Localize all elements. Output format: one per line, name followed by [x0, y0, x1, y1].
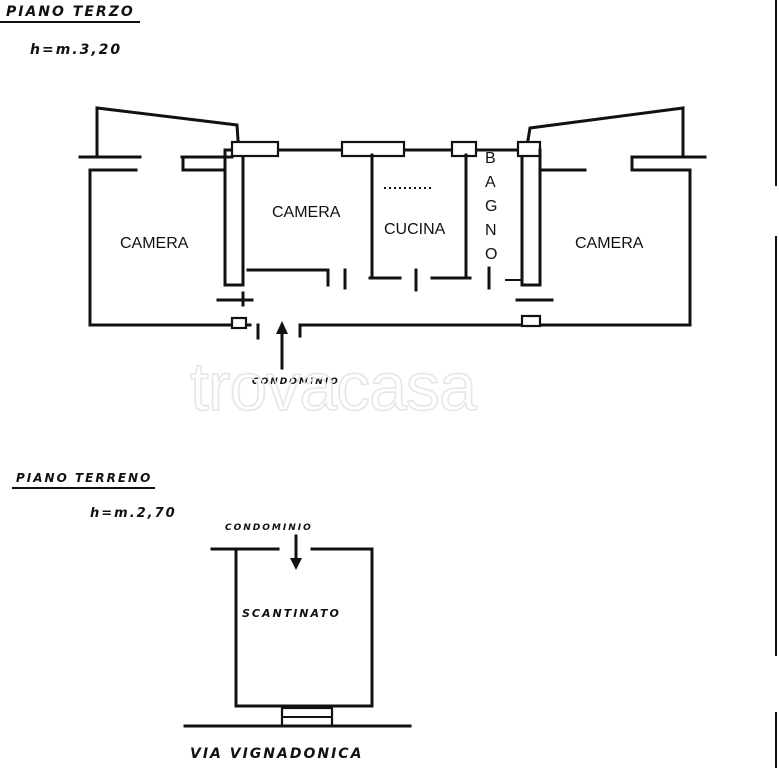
right-balcony-outline — [526, 106, 685, 157]
third-floor-height: h=m.3,20 — [30, 42, 122, 58]
bottom-pier-left — [230, 316, 248, 330]
ground-floor-height: h=m.2,70 — [90, 506, 177, 521]
ground-floor-plan: CONDOMINIO SCANTINATO VIA VIGNADONICA — [183, 523, 412, 762]
window-pier-4 — [516, 140, 542, 158]
ground-floor-title: PIANO TERRENO — [16, 471, 152, 485]
right-exterior-wall — [543, 168, 692, 327]
camera-bottom-wall — [246, 268, 330, 287]
basement-room-label: SCANTINATO — [242, 607, 341, 620]
third-floor-title: PIANO TERZO — [6, 4, 135, 20]
room-label-bagno: B A G N O — [485, 150, 497, 263]
left-balcony-outline — [95, 106, 240, 157]
room-label-camera-center: CAMERA — [272, 204, 341, 221]
watermark-text: trovacasa — [190, 349, 477, 425]
ground-floor-header: PIANO TERRENO h=m.2,70 — [12, 471, 177, 521]
bagno-letter: A — [485, 174, 496, 191]
ground-floor-entrance-label: CONDOMINIO — [225, 523, 313, 533]
bagno-letter: O — [485, 246, 497, 263]
bagno-letter: G — [485, 198, 497, 215]
bottom-pier-right — [520, 314, 542, 328]
third-floor-entrance-label: CONDOMINIO — [252, 377, 340, 387]
right-column — [520, 148, 542, 287]
left-column — [223, 148, 245, 287]
bagno-letter: B — [485, 150, 496, 167]
room-label-camera-right: CAMERA — [575, 235, 644, 252]
basement-arrow-head — [290, 558, 302, 570]
left-exterior-wall — [88, 168, 227, 327]
window-pier-1 — [230, 140, 280, 158]
window-pier-3 — [450, 140, 478, 158]
street-label: VIA VIGNADONICA — [190, 746, 363, 762]
third-floor-plan: CAMERA CAMERA CUCINA CAMERA B A G N O CO… — [78, 106, 707, 387]
third-floor-header: PIANO TERZO h=m.3,20 — [0, 4, 140, 58]
entrance-arrow-head — [276, 321, 288, 334]
room-label-camera-left: CAMERA — [120, 235, 189, 252]
room-label-cucina: CUCINA — [384, 221, 446, 238]
bagno-letter: N — [485, 222, 497, 239]
